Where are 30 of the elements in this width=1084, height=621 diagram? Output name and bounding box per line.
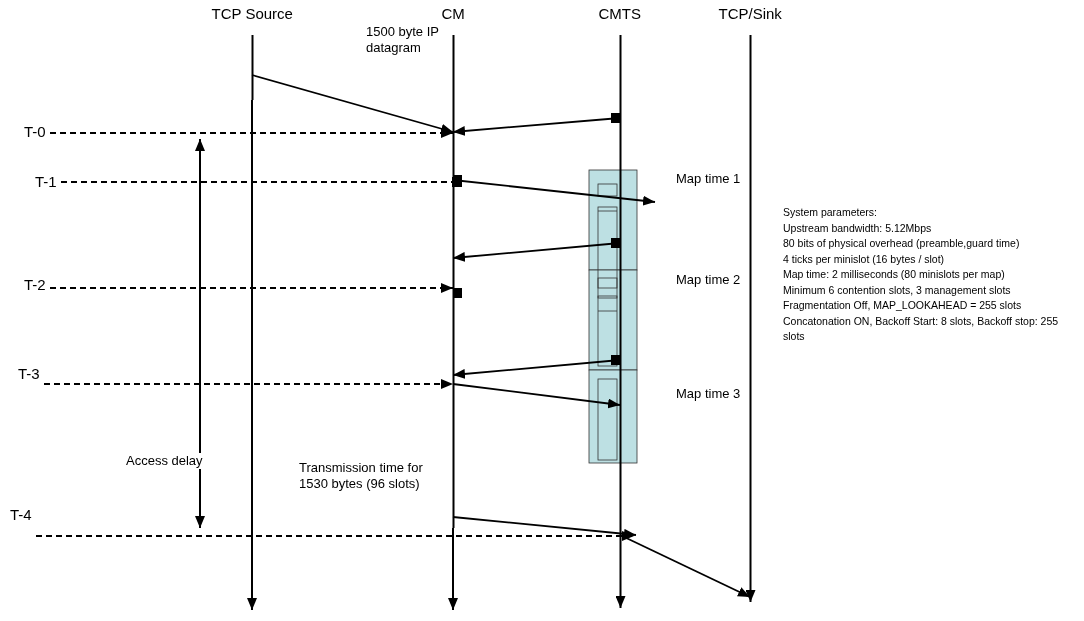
annotation-text: Transmission time for 1530 bytes (96 slots) [299, 460, 424, 492]
time-marker-label: T-2 [24, 276, 46, 294]
message-arrow [452, 383, 621, 409]
time-marker-label: T-4 [10, 506, 32, 524]
parameter-text: System parameters: [783, 205, 877, 220]
lifeline-heading: TCP Source [211, 5, 293, 23]
time-marker-label: T-0 [24, 123, 46, 141]
map-time-label: Map time 3 [676, 386, 741, 402]
parameter-text: Minimum 6 contention slots, 3 management slots [783, 282, 1011, 298]
parameter-text: Concatonation ON, Backoff Start: 8 slots, Backoff stop: 255 slots [783, 313, 1060, 344]
dashed-arrow [49, 283, 454, 293]
dashed-arrow [49, 128, 454, 138]
edge-label: 1500 byte IP datagram [366, 24, 440, 56]
parameter-text: Fragmentation Off, MAP_LOOKAHEAD = 255 slots [783, 298, 1022, 313]
lifeline-heading: TCP/Sink [718, 5, 782, 23]
time-marker-label: T-1 [35, 173, 57, 191]
parameter-text: Map time: 2 milliseconds (80 minislots per map) [783, 267, 1005, 282]
time-marker-label: T-3 [18, 365, 40, 383]
lifeline-heading: CM [441, 5, 465, 23]
parameter-text: Upstream bandwidth: 5.12Mbps [783, 220, 932, 236]
map-time-label: Map time 1 [676, 171, 741, 187]
dashed-arrow [43, 379, 454, 389]
dashed-arrow [35, 531, 635, 541]
lifeline-heading: CMTS [598, 5, 641, 23]
message-arrow [452, 516, 637, 539]
dimension-label: Access delay [124, 453, 205, 469]
map-time-label: Map time 2 [676, 272, 741, 288]
parameter-text: 80 bits of physical overhead (preamble,guard time) [783, 236, 1020, 251]
message-arrow [251, 74, 454, 134]
parameter-text: 4 ticks per minislot (16 bytes / slot) [783, 251, 945, 267]
